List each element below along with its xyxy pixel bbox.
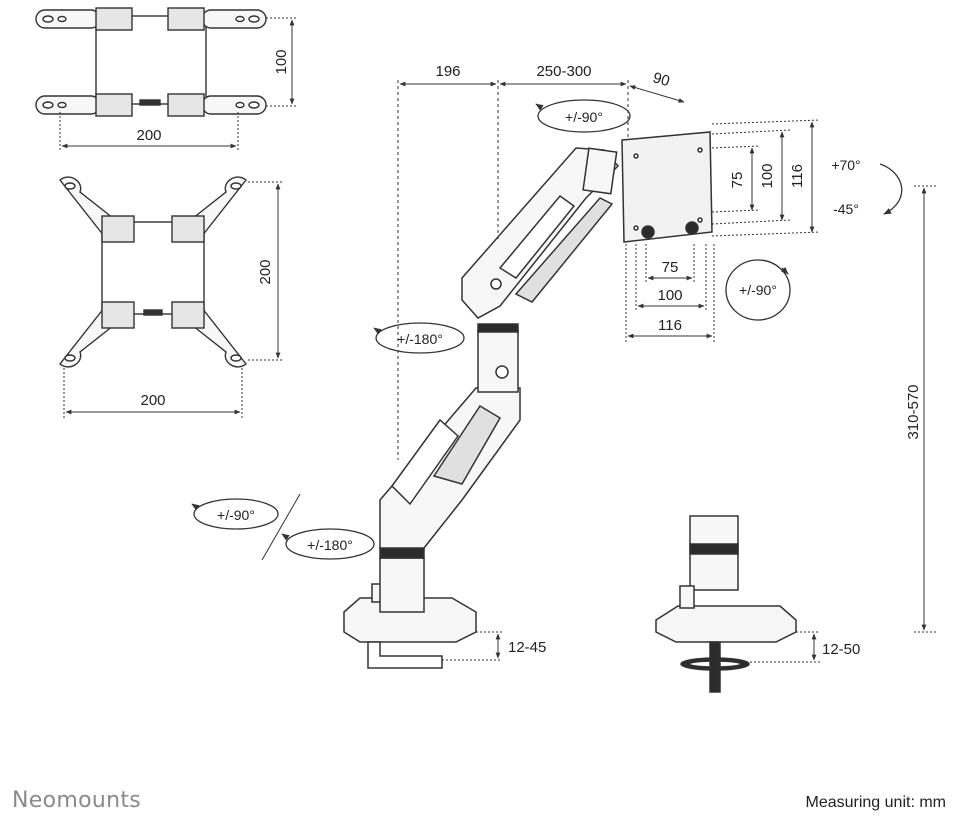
plate-height-75-label: 75 [729,172,746,189]
rotation-arrows [191,99,903,560]
clamp-range-label: 12-45 [508,639,546,656]
base-rotation-label: +/-90° [217,507,255,523]
plate-height-100-label: 100 [759,163,776,188]
vesa-top-width-label: 200 [136,127,161,144]
plate-width-116-label: 116 [658,317,682,334]
screen-rotation-label: +/-90° [739,282,777,298]
brand-logo: Neomounts [12,788,142,813]
vesa-plate-100-dims [59,17,298,152]
grommet-range-label: 12-50 [822,641,860,658]
vesa-plate-200-dims [63,181,284,420]
monitor-arm [343,131,797,693]
plate-height-116-label: 116 [789,164,806,188]
height-range-label: 310-570 [905,384,922,439]
vesa-plate-100 [35,7,267,117]
plate-width-75-label: 75 [662,259,679,276]
tilt-down-label: -45° [833,201,859,217]
vesa-top-height-label: 100 [273,49,290,74]
reach-2-label: 250-300 [536,63,591,80]
measuring-unit-label: Measuring unit: mm [805,794,947,811]
vesa-bottom-width-label: 200 [140,392,165,409]
tilt-up-label: +70° [831,157,860,173]
vesa-plate-200 [59,176,247,368]
reach-1-label: 196 [435,63,460,80]
vesa-bottom-height-label: 200 [257,259,274,284]
head-rotation-label: +/-90° [565,109,603,125]
swivel-mid-label: +/-180° [397,331,443,347]
arm-dimension-lines [261,80,936,663]
depth-label: 90 [651,69,672,90]
swivel-base-label: +/-180° [307,537,353,553]
plate-width-100-label: 100 [657,287,682,304]
